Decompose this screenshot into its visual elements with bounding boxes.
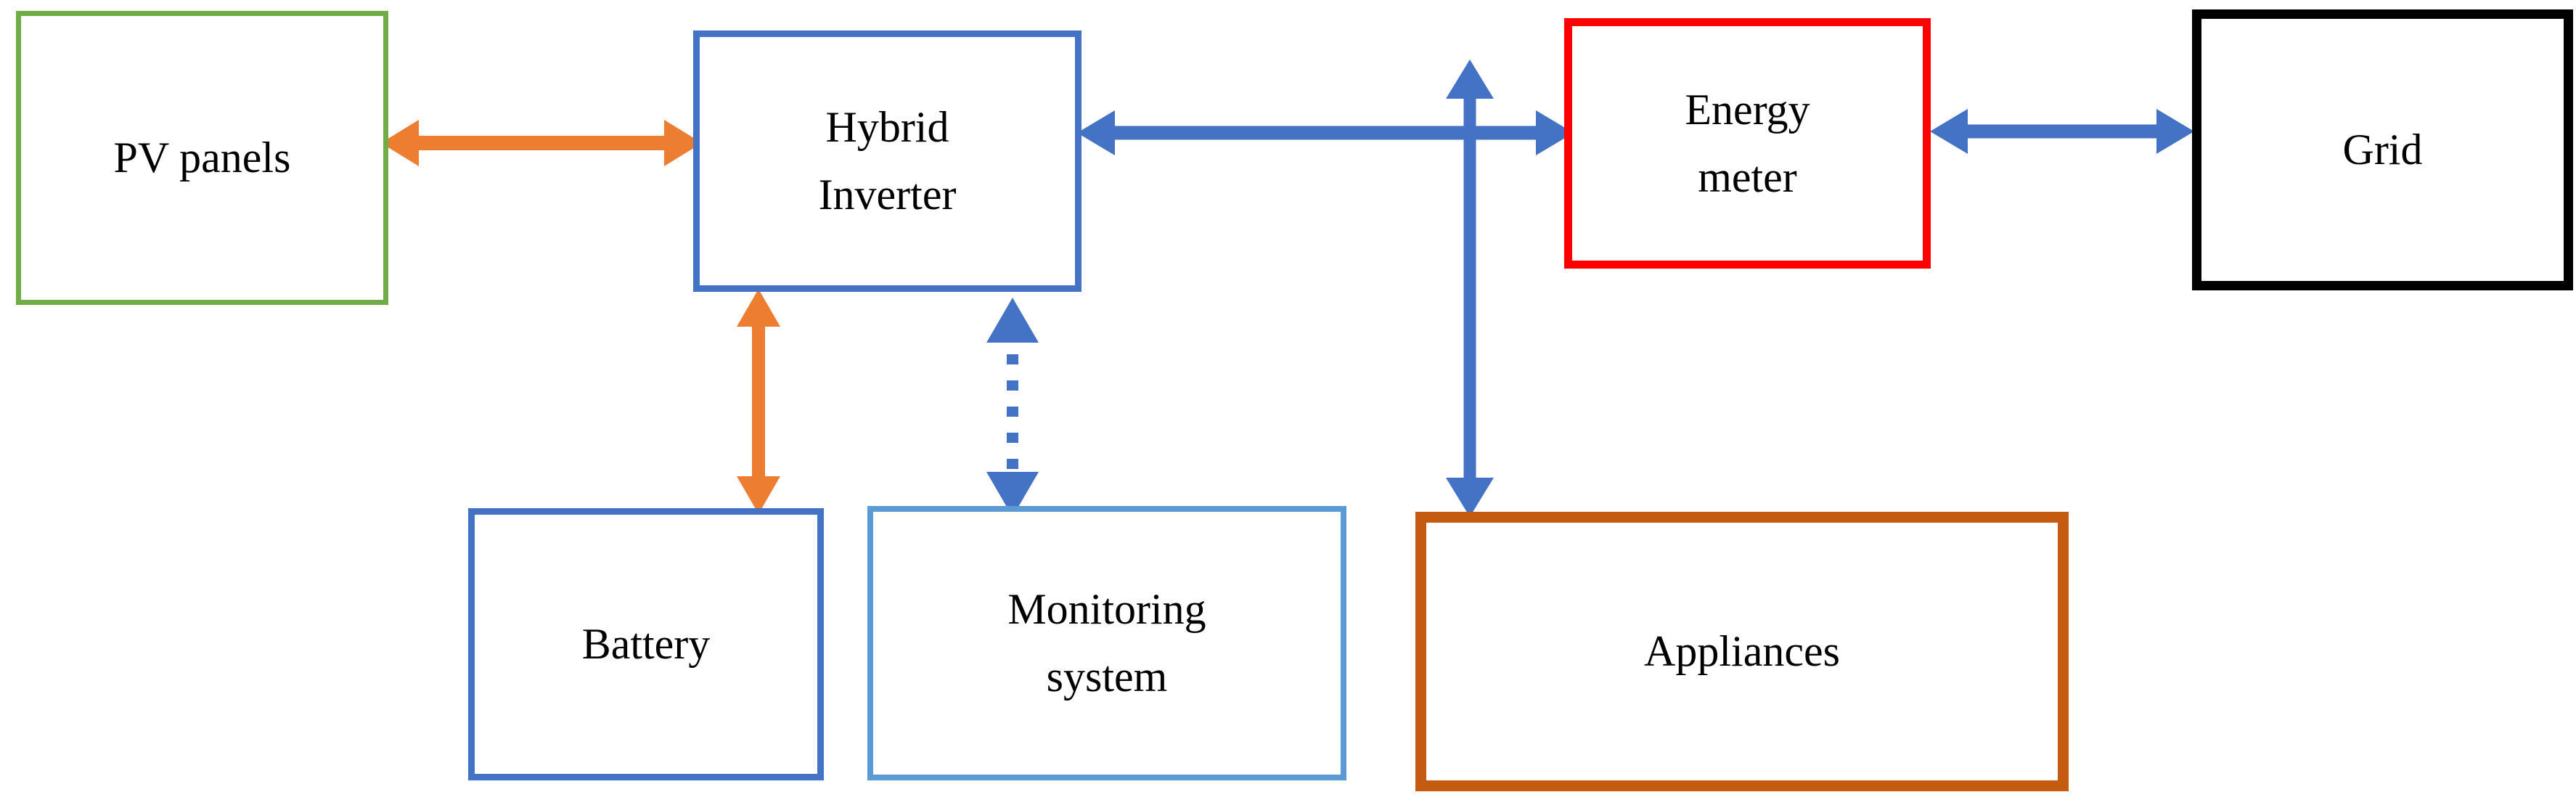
pv-to-inverter-arrow — [381, 120, 702, 166]
inverter-to-battery-arrow — [737, 289, 780, 514]
connector-energy-meter-to-grid — [1920, 100, 2203, 166]
connector-inverter-to-monitoring — [976, 290, 1049, 523]
node-label-line: PV panels — [113, 134, 291, 181]
arrowhead-down — [986, 472, 1039, 517]
arrowhead-left — [1930, 109, 1968, 154]
node-label-line: Monitoring — [1007, 585, 1206, 633]
arrowhead-right — [1536, 110, 1574, 155]
energy-meter-to-grid-arrow — [1930, 109, 2194, 154]
node-label-line: Energy — [1685, 85, 1810, 134]
node-appliances[interactable]: Appliances — [1415, 512, 2069, 791]
node-label-line: system — [1046, 653, 1168, 701]
node-label-line: Grid — [2342, 126, 2423, 174]
inverter-to-monitoring-dotted-arrow — [986, 298, 1039, 517]
arrowhead-up — [737, 289, 780, 327]
node-hybrid-inverter[interactable]: Hybrid Inverter — [693, 30, 1081, 292]
arrowhead-left — [381, 120, 419, 166]
meterline-to-appliances-arrow — [1446, 60, 1494, 517]
arrowhead-right — [2156, 109, 2194, 154]
connector-inverter-to-battery — [722, 283, 795, 519]
arrowhead-down — [737, 476, 780, 514]
arrowhead-left — [1077, 110, 1115, 155]
node-pv-panels[interactable]: PV panels — [16, 11, 388, 305]
arrowhead-down — [1446, 478, 1494, 517]
connector-pv-to-inverter — [374, 109, 708, 178]
node-energy-meter[interactable]: Energy meter — [1564, 18, 1931, 269]
node-grid[interactable]: Grid — [2192, 9, 2573, 290]
arrowhead-up — [1446, 60, 1494, 99]
node-label-line: Appliances — [1644, 627, 1840, 675]
node-label-line: Hybrid — [825, 103, 949, 151]
node-label-line: Inverter — [818, 171, 957, 219]
node-monitoring-system[interactable]: Monitoring system — [867, 506, 1346, 780]
node-label-line: meter — [1698, 152, 1797, 201]
connector-meterline-to-appliances — [1434, 51, 1506, 523]
arrowhead-right — [664, 120, 702, 166]
node-label-line: Battery — [581, 620, 711, 668]
node-battery[interactable]: Battery — [468, 508, 824, 780]
arrowhead-up — [986, 298, 1039, 343]
